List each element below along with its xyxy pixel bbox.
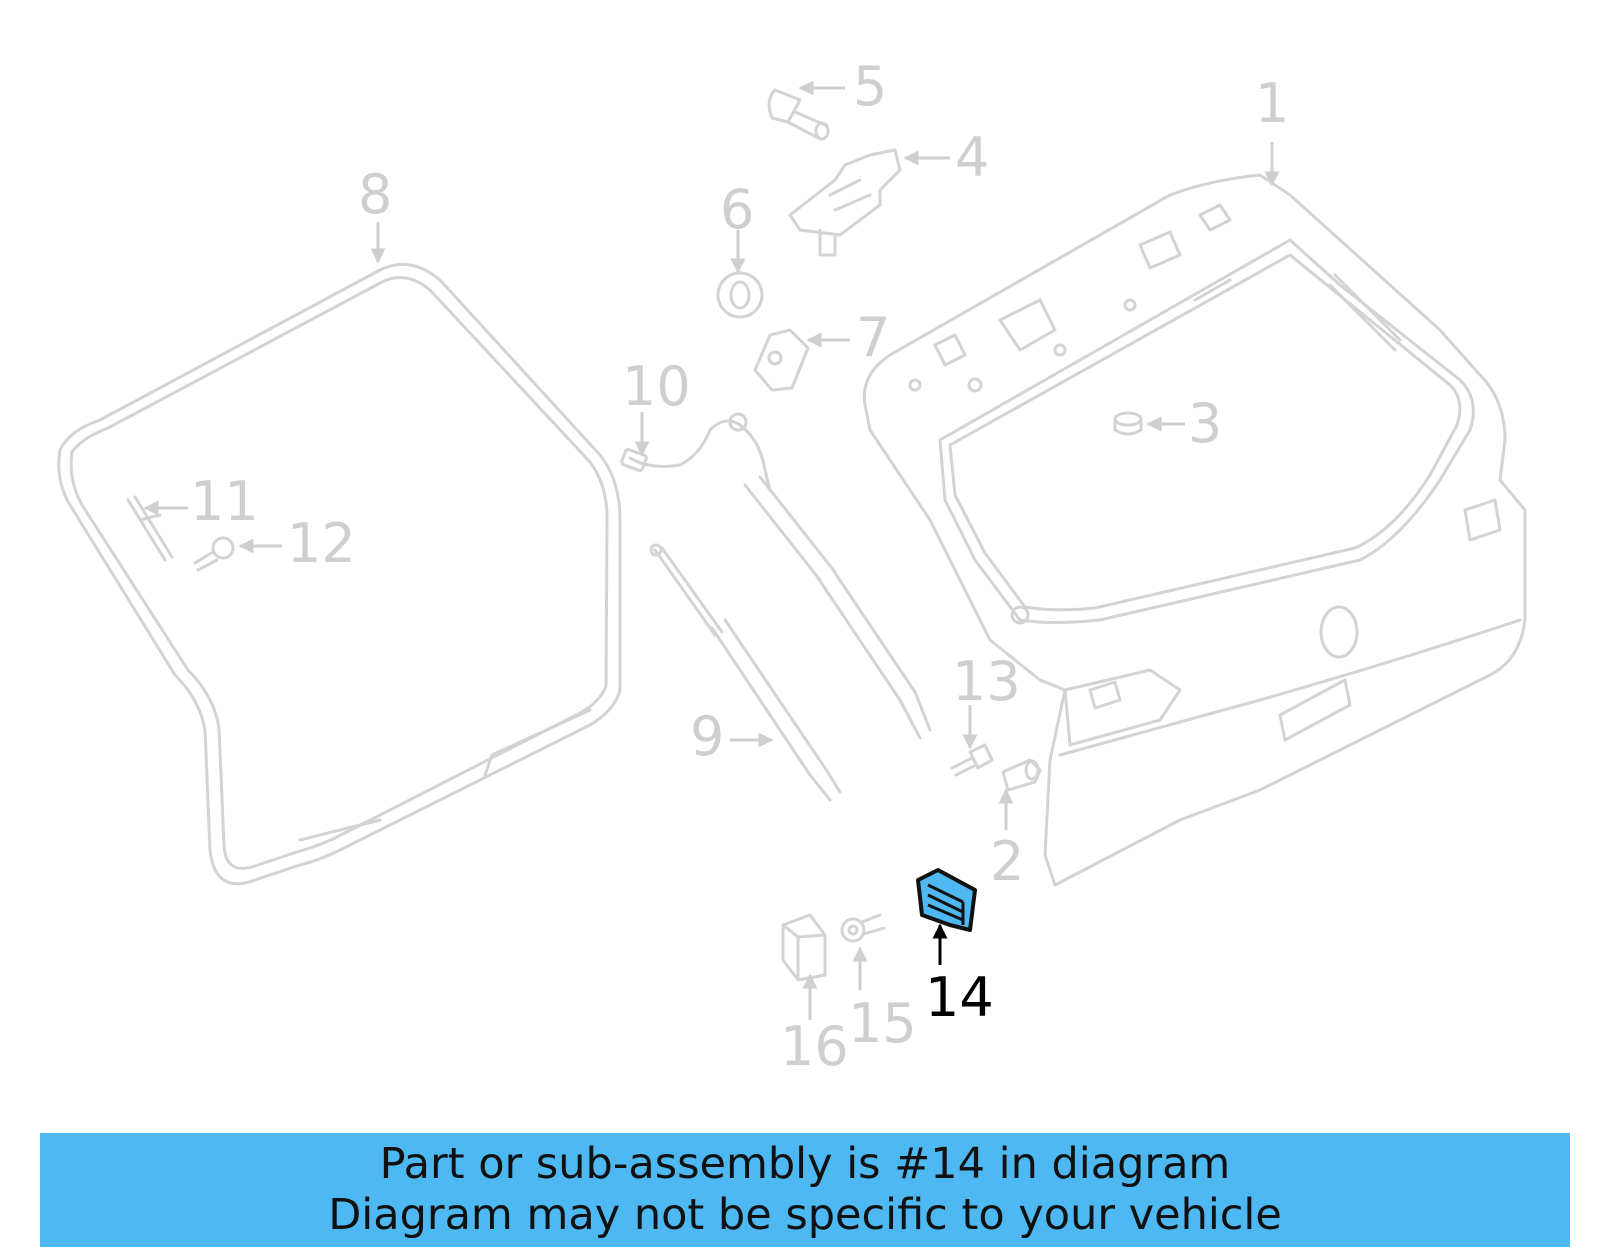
parts-diagram: 1 2 3 4 5 6 7 8 9 10 11 12 13 14 15 16: [57, 55, 1527, 1078]
part-6-grommet: [716, 271, 764, 319]
part-1-tailgate: [862, 173, 1527, 887]
banner-line-1: Part or sub-assembly is #14 in diagram: [379, 1139, 1231, 1189]
callout-10: 10: [622, 355, 691, 418]
part-14-highlighted: [916, 868, 977, 932]
callout-15: 15: [848, 992, 917, 1055]
part-12-screw: [193, 536, 235, 572]
part-13-bumper: [950, 743, 994, 777]
part-9-strut-right: [743, 475, 932, 740]
part-8-weatherstrip: [57, 262, 622, 886]
callout-14: 14: [925, 966, 994, 1029]
callout-7: 7: [856, 306, 890, 369]
part-11-pin: [126, 495, 174, 562]
callout-9: 9: [690, 705, 724, 768]
callout-11: 11: [190, 470, 259, 533]
callout-5: 5: [853, 55, 887, 118]
callout-3: 3: [1188, 392, 1222, 455]
callout-6: 6: [720, 178, 754, 241]
part-15-screw: [840, 913, 886, 943]
callout-12: 12: [287, 512, 356, 575]
part-2-bumper: [1001, 758, 1042, 792]
part-4-hinge: [788, 148, 902, 257]
part-16-pad: [781, 913, 827, 982]
banner-line-2: Diagram may not be specific to your vehi…: [328, 1190, 1282, 1240]
callout-13: 13: [952, 650, 1021, 713]
part-3-plug: [1113, 411, 1143, 436]
callout-8: 8: [358, 163, 392, 226]
part-9-strut-left: [649, 543, 842, 802]
info-banner: Part or sub-assembly is #14 in diagram D…: [40, 1133, 1570, 1247]
leader-lines: [143, 80, 1280, 1020]
part-7-bracket: [753, 328, 810, 392]
callout-2: 2: [990, 830, 1024, 893]
part-5-bolt: [767, 88, 830, 141]
callout-1: 1: [1255, 72, 1289, 135]
callout-4: 4: [955, 126, 989, 189]
callout-16: 16: [780, 1015, 849, 1078]
